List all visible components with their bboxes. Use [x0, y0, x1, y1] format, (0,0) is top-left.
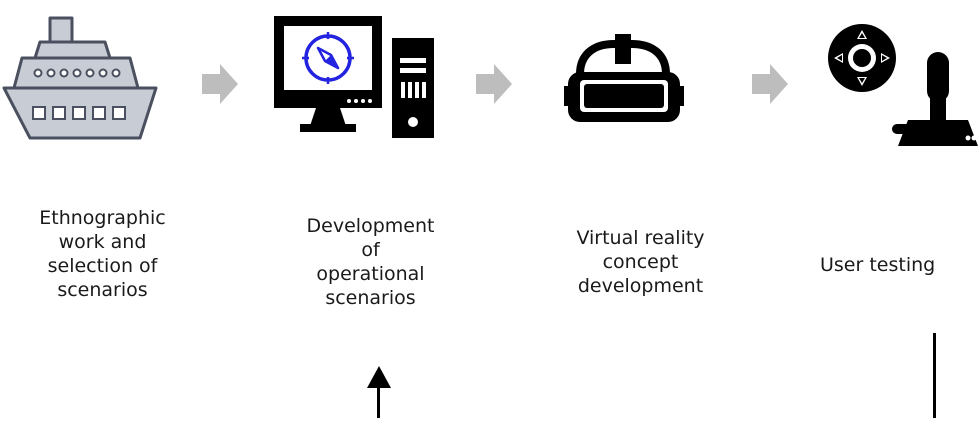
flow-arrow-1 — [202, 64, 238, 104]
stage-label-2: Development of operational scenarios — [306, 215, 435, 309]
feedback-line — [933, 333, 937, 418]
flow-arrow-3 — [752, 64, 788, 104]
stage-label-4: User testing — [820, 254, 936, 276]
flow-arrow-2 — [476, 64, 512, 104]
stage-label-1: Ethnographic work and selection of scena… — [39, 207, 166, 301]
joystick-dpad-icon — [826, 18, 979, 148]
computer-compass-icon — [270, 12, 440, 140]
joystick-icon — [892, 52, 978, 146]
stage-label-3: Virtual reality concept development — [576, 227, 705, 297]
feedback-up-arrow — [364, 365, 394, 418]
ship-icon — [0, 10, 160, 140]
dpad-icon — [828, 24, 896, 92]
vr-headset-icon — [562, 28, 686, 128]
